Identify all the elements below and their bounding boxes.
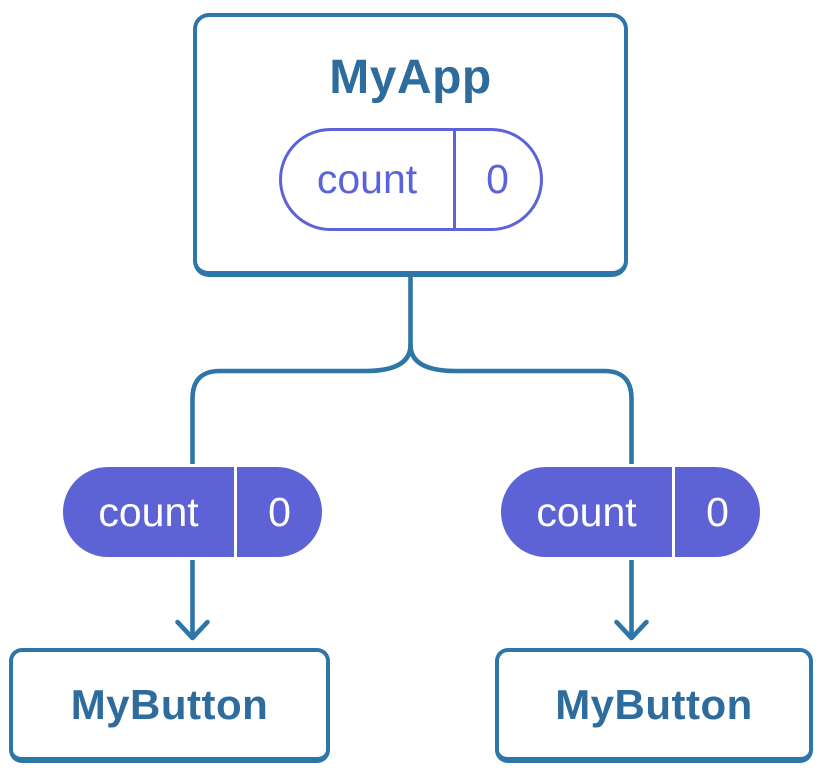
myapp-prop-pill: count 0 [278, 128, 543, 231]
left-prop-pill: count 0 [60, 464, 325, 560]
mybutton-right-node: MyButton [495, 648, 813, 763]
prop-value: 0 [452, 131, 540, 228]
mybutton-left-title: MyButton [70, 680, 269, 728]
mybutton-left-node: MyButton [9, 648, 330, 763]
myapp-node: MyApp count 0 [193, 13, 628, 277]
prop-name: count [98, 488, 199, 535]
branch-left-line [190, 342, 413, 638]
prop-name: count [316, 156, 418, 202]
right-prop-pill: count 0 [498, 464, 763, 560]
myapp-title: MyApp [329, 51, 492, 104]
arrowhead-left-icon [175, 619, 210, 641]
prop-value: 0 [672, 467, 760, 557]
prop-name: count [536, 488, 637, 535]
prop-value: 0 [234, 467, 322, 557]
arrowhead-right-icon [614, 619, 649, 641]
branch-right-line [408, 342, 634, 638]
mybutton-right-title: MyButton [555, 680, 753, 728]
